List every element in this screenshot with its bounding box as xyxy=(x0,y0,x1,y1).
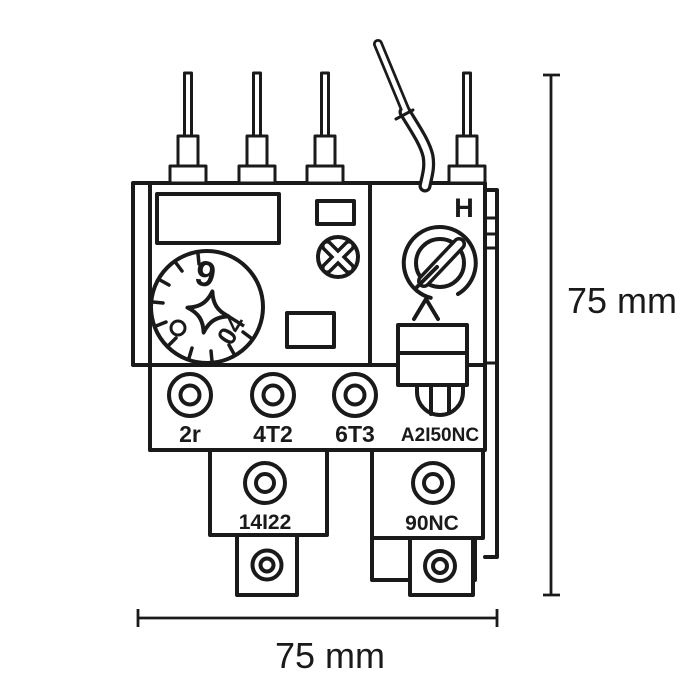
current-setting-dial: 9 04 xyxy=(149,249,265,365)
dial-tick xyxy=(167,336,178,347)
pin xyxy=(168,71,208,185)
dial-tick xyxy=(227,343,236,356)
pin-rod xyxy=(183,71,193,138)
pin-base xyxy=(168,164,208,185)
pin xyxy=(305,71,345,185)
terminal-label: 14I22 xyxy=(239,511,292,534)
pin xyxy=(447,71,487,185)
dial-tick-marks xyxy=(151,252,253,363)
dial-tick xyxy=(241,330,253,340)
terminal-label: 6T3 xyxy=(335,421,375,447)
ring-inner xyxy=(261,383,285,407)
sensor-wire xyxy=(373,39,436,193)
mode-label: H xyxy=(454,193,474,223)
dial-star-knob xyxy=(185,289,231,335)
pin-rod xyxy=(320,71,330,138)
pin-mid xyxy=(176,134,200,168)
dial-tick xyxy=(209,349,214,363)
dial-tick xyxy=(151,300,165,305)
screw-x-icon xyxy=(316,235,360,279)
lower-terminal-blocks: 14I22 90NC xyxy=(208,448,485,597)
height-dimension-label: 75 mm xyxy=(567,280,677,321)
dial-tick xyxy=(158,278,171,287)
pin-base xyxy=(305,164,345,185)
ring-inner xyxy=(431,557,449,575)
pin-rod xyxy=(462,71,472,138)
pin-mid xyxy=(245,134,269,168)
terminal-label: A2I50NC xyxy=(401,425,479,446)
dial-tick xyxy=(187,346,194,360)
pin-mid xyxy=(313,134,337,168)
contact-block xyxy=(396,323,469,417)
wire-upper-core xyxy=(375,41,410,117)
ring-terminal xyxy=(332,372,378,418)
indicator-window xyxy=(315,199,356,226)
pin-base xyxy=(447,164,487,185)
rotary-outer-arc xyxy=(401,224,478,300)
screw-x-bar-core xyxy=(324,243,352,271)
contact-block-lower xyxy=(396,351,469,387)
ring-terminal xyxy=(167,372,213,418)
ring-inner xyxy=(254,472,276,494)
rotary-indicator-line xyxy=(415,265,439,289)
dial-tick xyxy=(196,252,201,266)
terminal-label: 2r xyxy=(179,421,201,447)
mode-switch-section: H xyxy=(401,193,478,321)
terminal-pins xyxy=(168,71,487,185)
contact-block-upper xyxy=(396,323,469,355)
wire-lower-core xyxy=(401,108,432,190)
terminal-label: 4T2 xyxy=(253,421,293,447)
wire-sleeve-joint xyxy=(394,108,415,121)
terminal-label: 90NC xyxy=(405,512,459,535)
dial-tick xyxy=(174,261,184,273)
pin xyxy=(237,71,277,185)
ring-terminal xyxy=(250,372,296,418)
label-window xyxy=(155,192,281,245)
ring-inner xyxy=(422,472,444,494)
ring-inner xyxy=(343,383,367,407)
ring-inner xyxy=(178,383,202,407)
test-button xyxy=(285,311,336,349)
face-details: 9 04 xyxy=(149,192,360,365)
width-dimension: 75 mm xyxy=(136,609,499,676)
pin-base xyxy=(237,164,277,185)
dial-min-marker xyxy=(169,319,187,337)
pin-mid xyxy=(455,134,479,168)
pointer-caret-icon xyxy=(412,297,440,321)
height-dimension: 75 mm xyxy=(543,73,677,597)
side-profile-outline xyxy=(483,188,499,559)
dial-tick xyxy=(154,320,168,328)
ring-inner xyxy=(258,556,276,574)
clamp-terminal xyxy=(415,383,465,417)
width-dimension-label: 75 mm xyxy=(275,635,385,676)
rotary-selector xyxy=(401,224,478,300)
side-profile-strip xyxy=(483,188,499,559)
pin-rod xyxy=(252,71,262,138)
